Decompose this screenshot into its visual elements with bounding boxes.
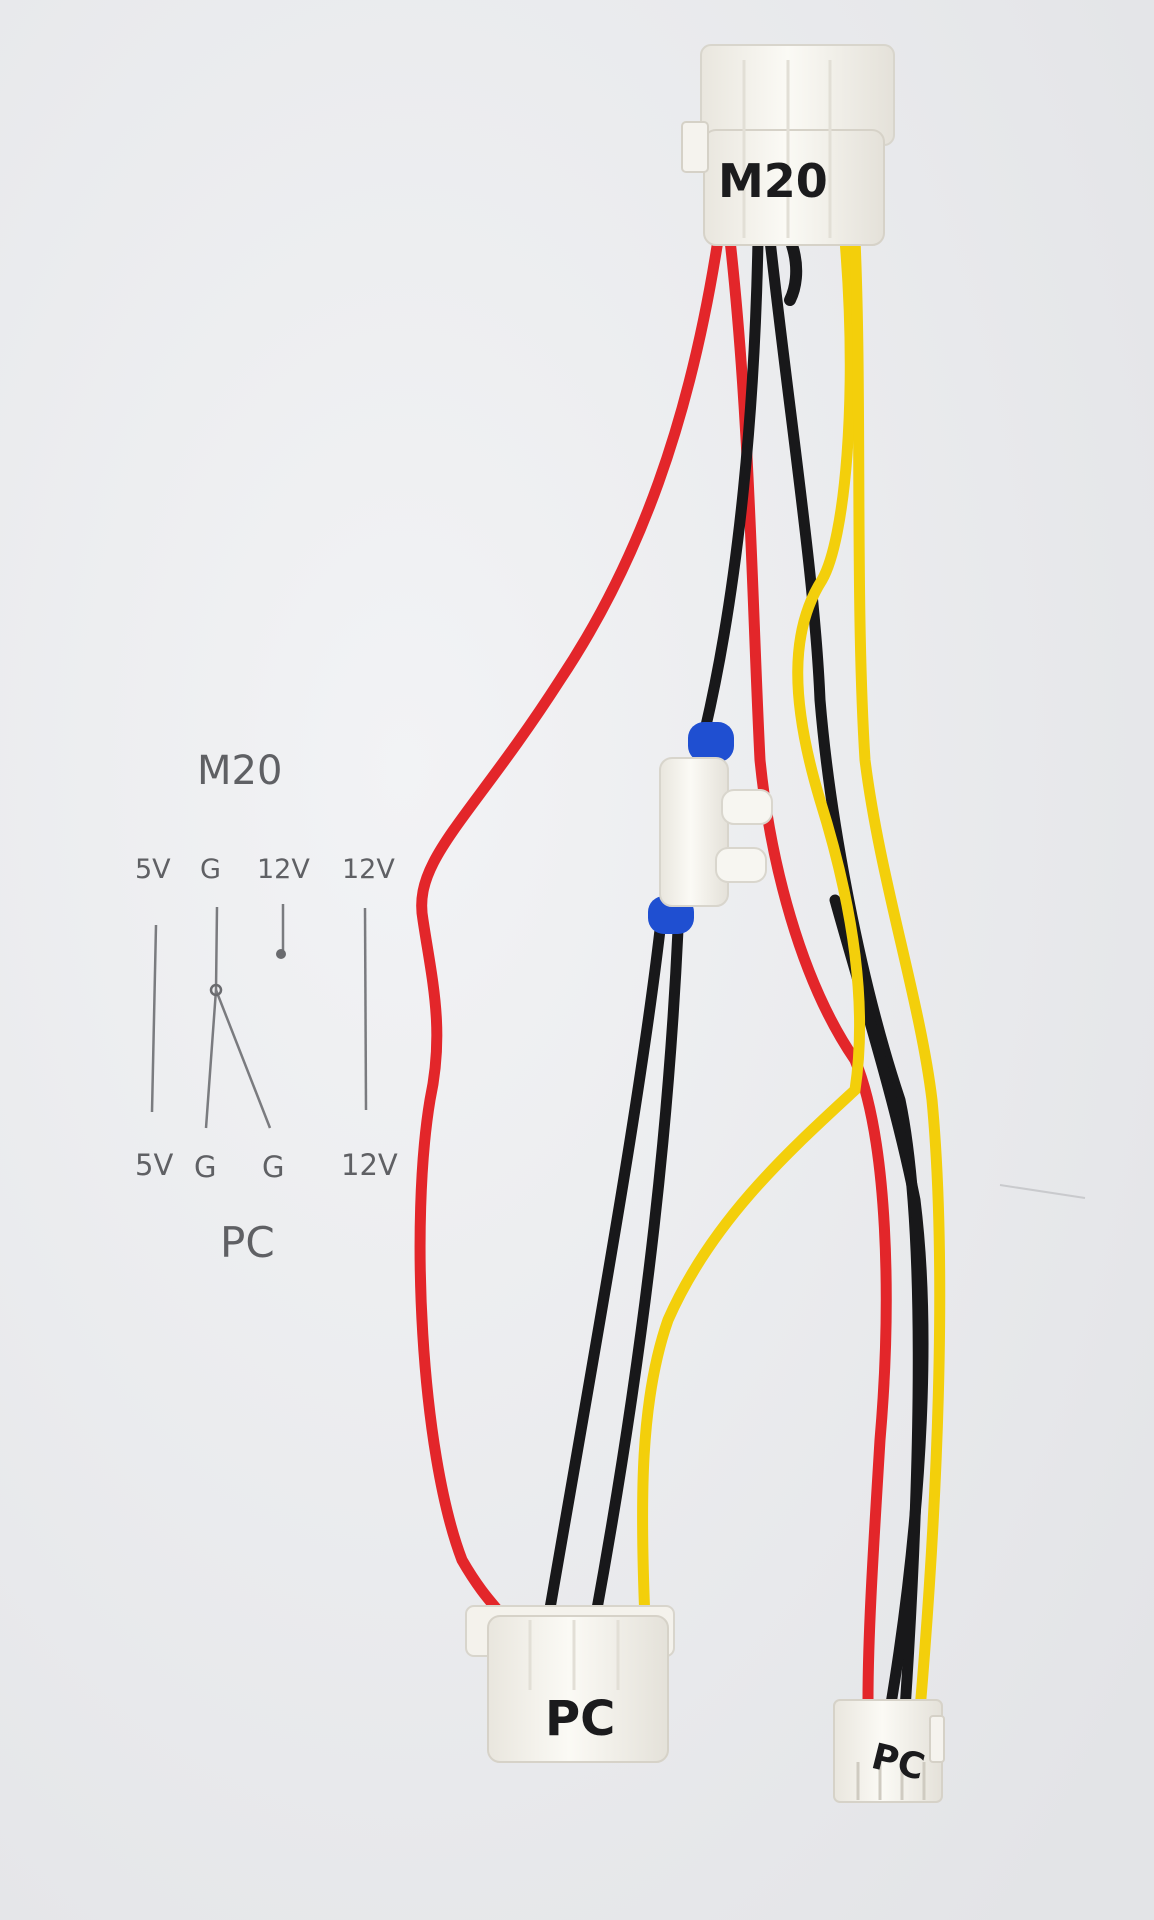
connector-pc-molex-ribs — [528, 1620, 620, 1690]
cable-harness — [414, 234, 946, 1716]
wire-red-left — [414, 234, 724, 1626]
connector-pc-4pin: PC — [833, 1699, 945, 1803]
connector-pc-molex: PC — [465, 1605, 675, 1763]
connector-m20-label: M20 — [718, 154, 828, 208]
pencil-sketch: M20 5V G 12V 12V 5V G G 12V PC — [135, 748, 398, 1267]
wire-black-splice-lower-a — [542, 924, 666, 1626]
sketch-line-5v — [150, 924, 158, 1113]
sketch-bottom-label-5v: 5V — [135, 1148, 173, 1182]
sketch-bottom-title: PC — [220, 1218, 275, 1267]
connector-pc-molex-body — [487, 1615, 669, 1763]
sketch-bottom-label-12v: 12V — [341, 1148, 398, 1182]
sketch-top-label-12v-b: 12V — [342, 854, 395, 885]
sketch-top-label-5v: 5V — [135, 854, 171, 885]
wire-red-right — [724, 234, 892, 1706]
sketch-junction-dot — [209, 983, 223, 997]
wire-black-splice-lower-b — [589, 924, 684, 1626]
sketch-line-ground-split — [214, 989, 272, 1129]
connector-pc-4pin-latch — [929, 1715, 945, 1763]
sketch-top-title: M20 — [197, 748, 282, 794]
wire-black-right-b — [829, 894, 929, 1716]
wire-yellow-left — [636, 234, 866, 1626]
wire-black-stub — [784, 239, 803, 306]
connector-m20: M20 — [681, 44, 895, 246]
splice-sleeve-top — [688, 722, 734, 762]
connector-pc-molex-label: PC — [545, 1691, 615, 1747]
paper-crease — [999, 1184, 1086, 1199]
wire-yellow-right — [849, 234, 946, 1716]
sketch-top-label-12v-a: 12V — [257, 854, 310, 885]
connector-m20-ribs — [742, 60, 832, 238]
splice-body — [659, 757, 729, 907]
sketch-line-12v — [363, 907, 368, 1111]
sketch-top-label-g: G — [200, 854, 221, 885]
splice-pin-lower — [715, 847, 767, 883]
wire-black-splice-upper — [699, 234, 764, 736]
splice-block — [648, 722, 773, 934]
sketch-stub-dot — [276, 949, 286, 959]
sketch-bottom-label-g-a: G — [194, 1150, 216, 1184]
sketch-bottom-label-g-b: G — [262, 1150, 284, 1184]
connector-pc-4pin-slots — [856, 1762, 926, 1800]
connector-m20-body-bottom — [703, 129, 885, 246]
splice-pin-upper — [721, 789, 773, 825]
connector-m20-latch — [681, 121, 709, 173]
